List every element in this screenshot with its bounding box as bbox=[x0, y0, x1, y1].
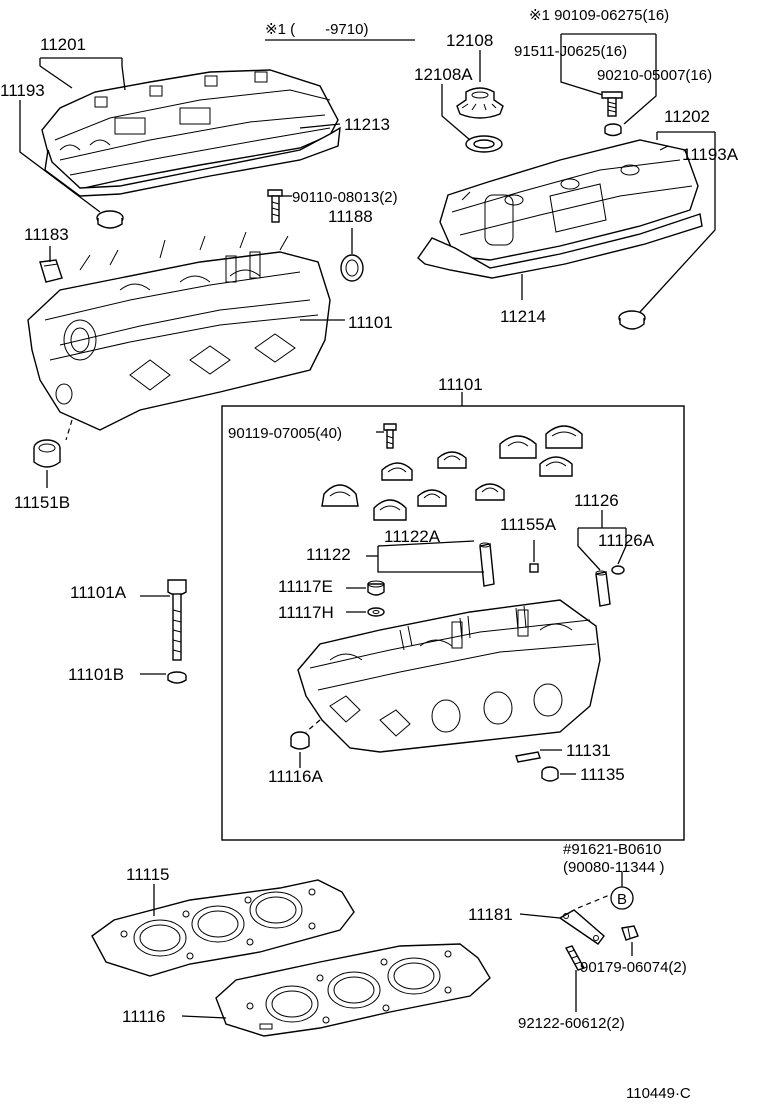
label-11201: 11201 bbox=[40, 35, 86, 54]
label-11155A: 11155A bbox=[500, 515, 557, 534]
nut-90179 bbox=[621, 925, 639, 941]
head-bolt-11101A bbox=[167, 579, 187, 661]
label-12108: 12108 bbox=[446, 31, 493, 50]
label-11101-detail: 11101 bbox=[438, 375, 483, 394]
label-12108A: 12108A bbox=[414, 65, 473, 84]
seal-11188 bbox=[340, 254, 364, 282]
right-cover-gasket bbox=[417, 213, 703, 279]
label-11115: 11115 bbox=[126, 865, 170, 884]
oil-cap-gasket bbox=[465, 135, 503, 153]
valve-seat-11126 bbox=[595, 570, 611, 607]
label-11151B: 11151B bbox=[14, 493, 70, 512]
label-11117E: 11117E bbox=[278, 577, 333, 596]
label-11122: 11122 bbox=[306, 545, 351, 564]
label-11193: 11193 bbox=[0, 81, 45, 100]
oil-filler-cap bbox=[456, 87, 504, 119]
label-11101-left: 11101 bbox=[348, 313, 393, 332]
label-11193A: 11193A bbox=[682, 145, 739, 164]
callout-b: B bbox=[610, 886, 634, 910]
plug-11193A bbox=[618, 310, 646, 330]
head-gasket-11115 bbox=[91, 879, 355, 977]
label-11214: 11214 bbox=[500, 307, 546, 326]
head-gasket-11116 bbox=[215, 943, 491, 1037]
label-11181: 11181 bbox=[468, 905, 513, 924]
bracket-11181 bbox=[558, 909, 605, 945]
detail-cylinder-head bbox=[297, 599, 601, 753]
seal-11126A bbox=[611, 565, 625, 575]
label-11116: 11116 bbox=[122, 1007, 166, 1026]
label-92122-60612: 92122-60612(2) bbox=[518, 1015, 625, 1032]
label-11135: 11135 bbox=[580, 765, 625, 784]
label-11116A: 11116A bbox=[268, 767, 323, 786]
washer-90210 bbox=[604, 123, 622, 137]
label-11202: 11202 bbox=[664, 107, 710, 126]
label-11188: 11188 bbox=[328, 207, 373, 226]
pin-11131 bbox=[515, 751, 541, 763]
plug-11155A bbox=[529, 563, 539, 573]
label-91511-J0625: 91511-J0625(16) bbox=[514, 43, 627, 60]
valve-guide-11122A bbox=[479, 542, 495, 587]
label-91621-B0610: #91621-B0610 bbox=[563, 841, 661, 858]
label-11126A: 11126A bbox=[598, 531, 655, 550]
insert-11183 bbox=[39, 259, 63, 283]
label-11117H: 11117H bbox=[278, 603, 334, 622]
plug-11117E bbox=[367, 580, 385, 596]
label-11122A: 11122A bbox=[384, 527, 441, 546]
label-11101A: 11101A bbox=[70, 583, 127, 602]
callout-b-letter: B bbox=[617, 891, 627, 908]
label-11101B: 11101B bbox=[68, 665, 124, 684]
drawing-code: 110449·C bbox=[626, 1085, 691, 1102]
label-11213: 11213 bbox=[344, 115, 390, 134]
label-90080-11344: (90080-11344 ) bbox=[563, 859, 664, 876]
right-cylinder-head-cover bbox=[439, 139, 699, 261]
label-90210-05007: 90210-05007(16) bbox=[597, 67, 712, 84]
washer-11101B bbox=[167, 671, 187, 684]
bolt-91511 bbox=[601, 91, 623, 117]
ring-11151B bbox=[33, 439, 61, 468]
left-cylinder-head bbox=[27, 231, 331, 431]
left-cylinder-head-cover bbox=[41, 69, 339, 191]
washer-11117H bbox=[367, 607, 385, 617]
bolt-90119 bbox=[383, 423, 397, 449]
ring-11116A bbox=[290, 731, 310, 750]
plug-11193 bbox=[96, 210, 124, 229]
label-11131: 11131 bbox=[566, 741, 611, 760]
left-cover-gasket bbox=[44, 126, 341, 197]
detail-box bbox=[221, 405, 685, 841]
note-range-label: ※1 ( -9710) bbox=[265, 21, 368, 38]
label-90179-06074: 90179-06074(2) bbox=[580, 959, 687, 976]
label-90110-08013: 90110-08013(2) bbox=[292, 189, 398, 206]
stud-92122 bbox=[564, 945, 586, 971]
label-11183: 11183 bbox=[24, 225, 69, 244]
camshaft-bearing-caps bbox=[321, 425, 583, 521]
label-11126: 11126 bbox=[574, 491, 619, 510]
label-90119-07005: 90119-07005(40) bbox=[228, 425, 342, 442]
ring-11135 bbox=[541, 766, 559, 782]
label-90109-06275: ※1 90109-06275(16) bbox=[529, 7, 669, 24]
bolt-90110 bbox=[267, 189, 283, 223]
